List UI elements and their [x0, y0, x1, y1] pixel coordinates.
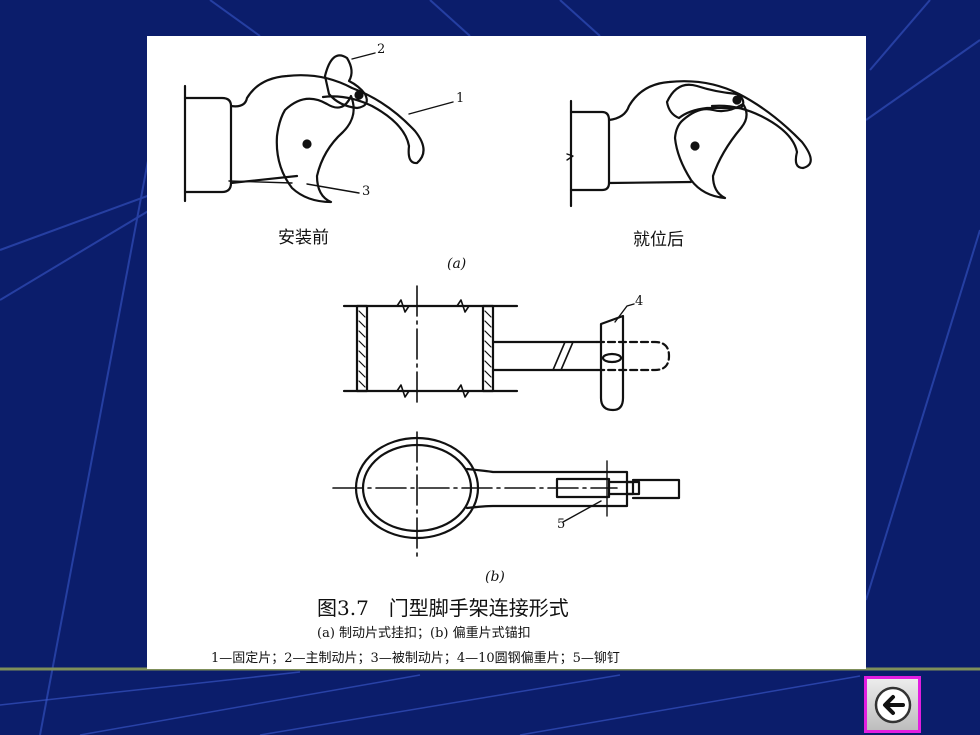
subfigure-label-b: (b): [485, 569, 505, 585]
back-button[interactable]: [864, 676, 921, 733]
drawing-before-installation: [183, 52, 454, 204]
drawing-after-installation: [566, 80, 812, 208]
label-before-installation: 安装前: [278, 228, 329, 248]
figure-title: 图3.7 门型脚手架连接形式: [317, 596, 569, 620]
part-number-2: 2: [377, 42, 386, 57]
drawing-plan-view: [332, 431, 681, 557]
scaffold-connection-drawing: [183, 52, 812, 557]
part-number-1: 1: [456, 91, 465, 106]
back-arrow-icon: [874, 686, 911, 723]
drawing-side-view: [342, 285, 671, 412]
figure-panel: 2 1 3 4 5 安装前 就位后 (a) (b) 图3.7 门型脚手架连接形式…: [147, 36, 866, 669]
part-number-5: 5: [557, 517, 566, 532]
part-number-4: 4: [635, 294, 644, 309]
figure-caption-line-1: (a) 制动片式挂扣；(b) 偏重片式锚扣: [317, 626, 531, 641]
part-number-3: 3: [362, 184, 371, 199]
figure-caption-line-2: 1—固定片；2—主制动片；3—被制动片；4—10圆钢偏重片；5—铆钉: [211, 651, 620, 666]
subfigure-label-a: (a): [447, 256, 467, 272]
label-after-installation: 就位后: [633, 230, 684, 250]
